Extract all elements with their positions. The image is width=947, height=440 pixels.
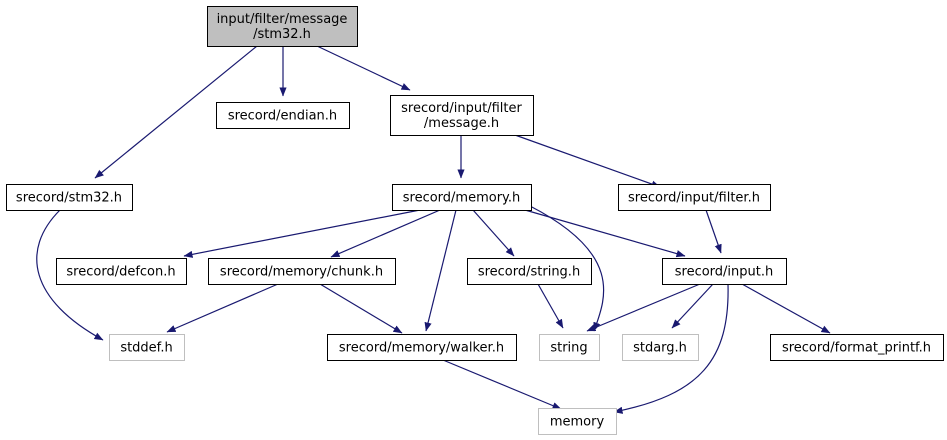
edge-walker-to-memory	[442, 359, 562, 410]
edge-input-filter-to-input	[705, 209, 722, 254]
node-label: string	[550, 341, 587, 356]
node-walker[interactable]: srecord/memory/walker.h	[327, 334, 517, 361]
node-memory: memory	[538, 408, 617, 435]
node-endian[interactable]: srecord/endian.h	[216, 102, 350, 129]
node-label: srecord/string.h	[478, 265, 580, 280]
node-label: srecord/memory/walker.h	[339, 341, 504, 356]
node-label: srecord/memory/chunk.h	[220, 265, 383, 280]
edge-input-to-format-printf	[741, 283, 831, 334]
node-box	[618, 184, 771, 211]
node-label: srecord/input/filter	[401, 101, 522, 116]
node-input-filter[interactable]: srecord/input/filter.h	[618, 184, 771, 211]
node-box	[467, 258, 592, 285]
edge-root-to-filter-message	[316, 45, 411, 91]
node-stddef: stddef.h	[109, 334, 185, 361]
node-input[interactable]: srecord/input.h	[662, 258, 787, 285]
edges-layer	[36, 45, 831, 414]
edge-memory-h-to-string-h	[472, 209, 515, 257]
node-label: srecord/input/filter.h	[628, 191, 760, 206]
node-label: srecord/format_printf.h	[782, 341, 931, 356]
edge-memory-h-to-walker	[424, 209, 457, 332]
node-string-h[interactable]: srecord/string.h	[467, 258, 592, 285]
node-box	[327, 334, 517, 361]
edge-memory-h-to-chunk	[330, 209, 441, 258]
edge-chunk-to-stddef	[166, 283, 279, 333]
node-label: stddef.h	[120, 341, 172, 356]
node-label: srecord/memory.h	[403, 191, 521, 206]
node-box	[109, 334, 185, 361]
node-label: /message.h	[424, 116, 499, 131]
node-chunk[interactable]: srecord/memory/chunk.h	[208, 258, 396, 285]
edge-root-to-stm32	[94, 45, 258, 179]
edge-filter-message-to-input-filter	[514, 134, 661, 188]
node-label: srecord/stm32.h	[16, 191, 122, 206]
node-box	[538, 408, 617, 435]
edge-input-to-stdarg	[671, 283, 714, 329]
edge-input-to-memory	[613, 283, 729, 414]
node-label: /stm32.h	[253, 27, 311, 42]
node-box	[539, 334, 600, 361]
edge-string-h-to-string	[537, 283, 564, 329]
edge-memory-h-to-defcon	[183, 209, 421, 258]
node-box	[207, 6, 358, 47]
node-box	[392, 184, 532, 211]
node-label: stdarg.h	[633, 341, 687, 356]
node-string: string	[539, 334, 600, 361]
edge-memory-h-to-input	[524, 209, 686, 258]
node-box	[208, 258, 396, 285]
node-box	[390, 95, 534, 136]
node-box	[622, 334, 699, 361]
nodes-layer: input/filter/message/stm32.h srecord/endi…	[6, 6, 944, 435]
node-box	[6, 184, 133, 211]
node-box	[216, 102, 350, 129]
edge-chunk-to-walker	[319, 283, 403, 334]
node-box	[770, 334, 944, 361]
edge-stm32-to-stddef	[36, 209, 104, 341]
node-label: memory	[550, 415, 605, 430]
edge-input-to-string	[586, 283, 701, 332]
node-filter-message[interactable]: srecord/input/filter/message.h	[390, 95, 534, 136]
node-format-printf[interactable]: srecord/format_printf.h	[770, 334, 944, 361]
edge-memory-h-to-string	[529, 205, 605, 332]
node-label: srecord/endian.h	[228, 109, 337, 124]
node-stm32[interactable]: srecord/stm32.h	[6, 184, 133, 211]
node-box	[662, 258, 787, 285]
node-label: srecord/defcon.h	[66, 265, 175, 280]
node-label: srecord/input.h	[675, 265, 774, 280]
node-memory-h[interactable]: srecord/memory.h	[392, 184, 532, 211]
node-box	[56, 258, 187, 285]
node-stdarg: stdarg.h	[622, 334, 699, 361]
node-defcon[interactable]: srecord/defcon.h	[56, 258, 187, 285]
node-label: input/filter/message	[217, 12, 348, 27]
node-root[interactable]: input/filter/message/stm32.h	[207, 6, 358, 47]
